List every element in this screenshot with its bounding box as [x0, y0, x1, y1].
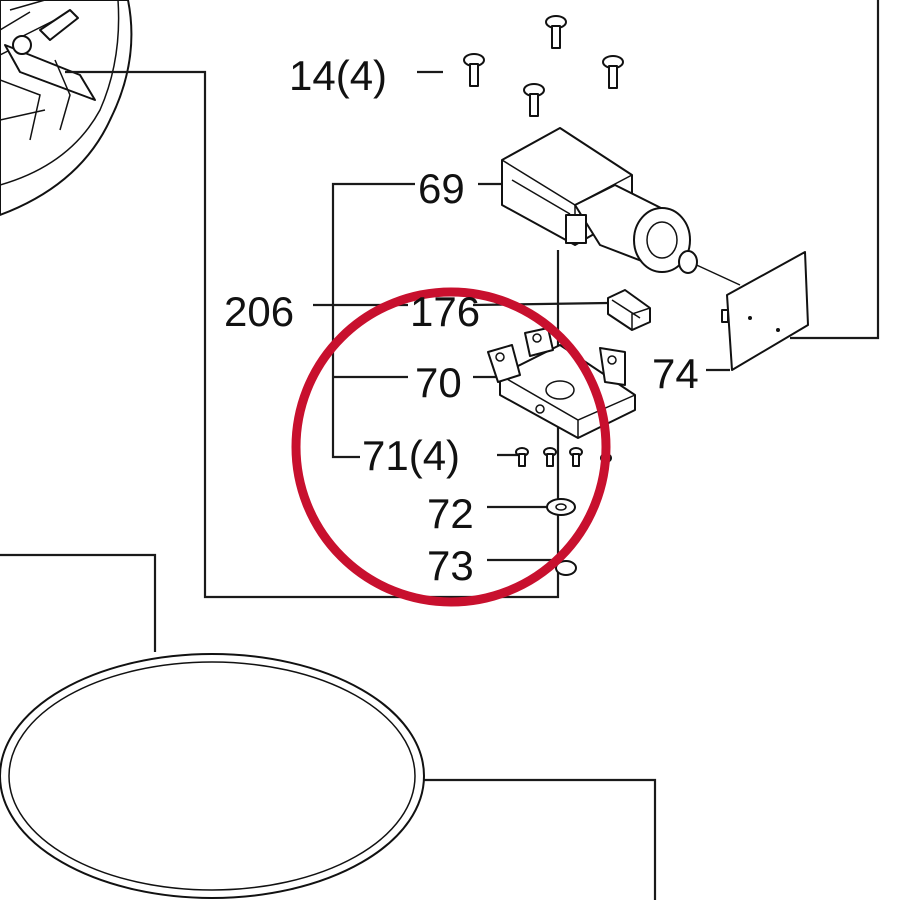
part-labels: 14(4) 69 206 176 70 71(4) 72 73 74 — [224, 52, 699, 589]
nut-part — [555, 560, 577, 576]
fan-housing-partial — [0, 0, 133, 216]
label-14: 14(4) — [289, 52, 387, 99]
bracket-group-line — [331, 182, 415, 459]
label-73: 73 — [427, 542, 474, 589]
gasket-ring — [0, 653, 425, 899]
label-70: 70 — [415, 359, 462, 406]
leader-lines — [0, 0, 880, 900]
connector-part — [607, 289, 651, 331]
label-69: 69 — [418, 165, 465, 212]
frame-line-right — [790, 0, 880, 340]
motor-axis-line — [689, 261, 741, 286]
frame-line-bottom-left — [0, 553, 157, 652]
washer-part — [546, 498, 576, 516]
label-206: 206 — [224, 288, 294, 335]
screw-group-71 — [515, 447, 612, 467]
gear-motor — [501, 127, 698, 274]
label-176: 176 — [410, 288, 480, 335]
label-71: 71(4) — [362, 432, 460, 479]
label-74: 74 — [652, 350, 699, 397]
highlight-circle — [291, 287, 611, 607]
frame-line-top — [65, 70, 560, 599]
circuit-board — [721, 251, 809, 371]
label-72: 72 — [427, 490, 474, 537]
leader-176 — [472, 301, 609, 307]
frame-line-bottom-right — [418, 778, 657, 900]
screw-group-14 — [463, 15, 624, 117]
